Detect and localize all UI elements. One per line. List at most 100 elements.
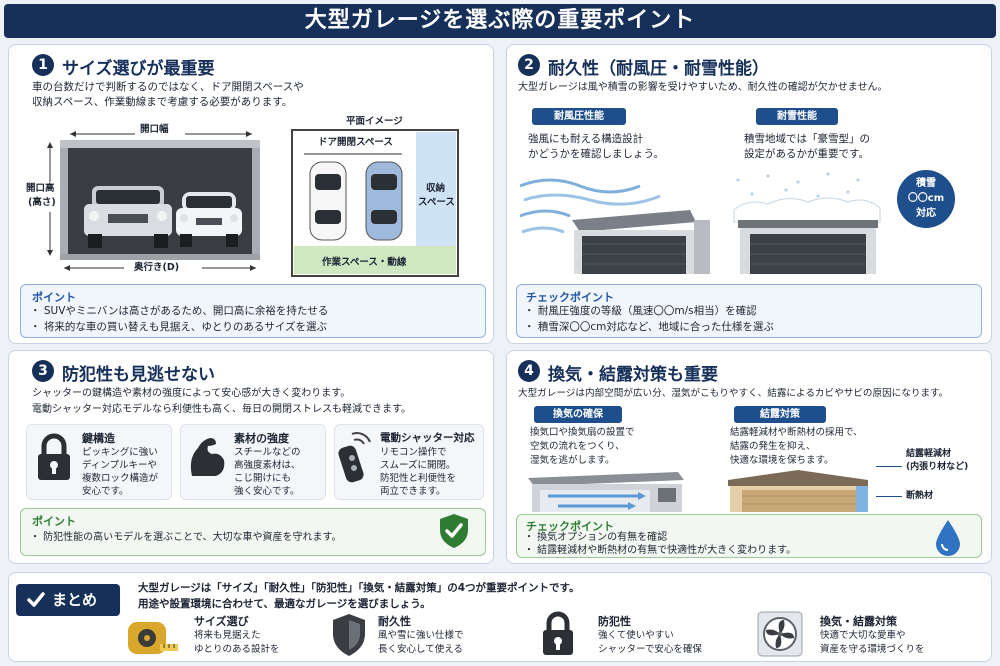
section-desc: 大型ガレージは風や積雪の影響を受けやすいため、耐久性の確認が欠かせません。: [518, 82, 888, 93]
wind-resistance-label: 耐風圧性能: [532, 108, 626, 125]
summary-item-title: 防犯性: [598, 615, 631, 628]
leader-line: [876, 496, 902, 497]
vent-text-line: 湿気を逃がします。: [530, 455, 615, 466]
depth-label: 奥行き(D): [134, 262, 180, 273]
summary-label: まとめ: [52, 591, 98, 609]
water-drop-icon: [936, 520, 960, 556]
ventilation-label: 換気の確保: [534, 406, 622, 423]
remote-control-icon: [338, 432, 371, 483]
snow-garage-illustration: [733, 172, 881, 274]
shield-icon: [333, 614, 365, 656]
feature-text-line: こじ開けにも: [234, 473, 292, 484]
checkpoint-title: チェックポイント: [526, 520, 614, 533]
point-title: ポイント: [32, 515, 76, 528]
feature-text-line: ディンプルキーや: [82, 460, 158, 471]
summary-item-text-line: シャッターで安心を確保: [598, 644, 702, 655]
opening-height-sub-label: (高さ): [28, 197, 56, 208]
summary-item-title: 換気・結露対策: [820, 615, 897, 628]
point-box: [20, 284, 486, 338]
point-box: [20, 508, 486, 556]
summary-item-text-line: 長く安心して使える: [378, 644, 463, 655]
cond-text-line: 結露の発生を抑え、: [730, 441, 816, 452]
cond-text-line: 快適な環境を保ちます。: [730, 455, 834, 466]
feature-text-line: 高強度素材は、: [234, 460, 301, 471]
ventilation-fan-icon: [757, 611, 803, 657]
section-desc-line: 電動シャッター対応モデルなら利便性も高く、毎日の開閉ストレスも軽減できます。: [32, 404, 411, 415]
summary-text-line: 用途や設置環境に合わせて、最適なガレージを選びましょう。: [138, 598, 431, 610]
wind-garage-illustration: [520, 178, 710, 274]
summary-label-box: [16, 584, 120, 616]
work-space-label: 作業スペース・動線: [322, 257, 407, 268]
summary-item-text-line: 資産を守る環境づくりを: [820, 644, 925, 655]
door-space-label: ドア開閉スペース: [318, 137, 393, 148]
padlock-icon: [38, 433, 70, 480]
insulation-label: 断熱材: [906, 491, 934, 501]
feature-text-line: 防犯性と利便性を: [380, 473, 457, 484]
point-item: ・ 防犯性能の高いモデルを選ぶことで、大切な車や資産を守れます。: [30, 532, 342, 543]
feature-text-line: 安心です。: [82, 486, 129, 497]
cond-text-line: 結露軽減材や断熱材の採用で、: [730, 427, 863, 438]
feature-text-line: スムーズに開閉。: [380, 460, 456, 471]
summary-item-text-line: 強くて使いやすい: [598, 630, 674, 641]
section-title: 換気・結露対策も重要: [548, 365, 718, 385]
tape-measure-icon: [128, 622, 178, 654]
feature-text-line: ピッキングに強い: [82, 447, 158, 458]
section-title: サイズ選びが最重要: [62, 59, 215, 79]
summary-item-title: サイズ選び: [194, 615, 249, 628]
condensation-garage-illustration: [728, 470, 868, 512]
point-item: ・ SUVやミニバンは高さがあるため、開口高に余裕を持たせる: [30, 305, 329, 317]
page-title: 大型ガレージを選ぶ際の重要ポイント: [4, 4, 996, 38]
storage-label: 収納: [426, 183, 446, 194]
snow-text-line: 設定があるかが重要です。: [744, 148, 869, 160]
condensation-label: 結露対策: [734, 406, 826, 423]
section-desc: 大型ガレージは内部空間が広い分、湿気がこもりやすく、結露によるカビやサビの原因に…: [518, 388, 949, 399]
anti-condensation-material-sub-label: (内張り材など): [906, 462, 969, 472]
feature-text-line: スチールなどの: [234, 447, 301, 458]
section-desc-line: 収納スペース、作業動線まで考慮する必要があります。: [32, 96, 293, 108]
summary-item-title: 耐久性: [378, 615, 411, 628]
anti-condensation-material-label: 結露軽減材: [906, 449, 952, 459]
section-title: 防犯性も見逃せない: [62, 365, 215, 385]
feature-text-line: 両立できます。: [380, 486, 446, 497]
padlock-icon: [543, 611, 573, 655]
summary-text-line: 大型ガレージは「サイズ」「耐久性」「防犯性」「換気・結露対策」の4つが重要ポイン…: [138, 582, 580, 594]
wind-text-line: かどうかを確認しましょう。: [528, 148, 664, 160]
garage-plan-illustration: [291, 129, 459, 277]
section-number: 3: [32, 360, 54, 382]
summary-item-text-line: 快適で大切な愛車や: [820, 630, 906, 641]
checkpoint-item: ・ 耐風圧強度の等級（風速〇〇m/s相当）を確認: [524, 305, 757, 317]
summary-item-text-line: 将来も見据えた: [194, 630, 261, 641]
strong-arm-icon: [190, 438, 225, 476]
opening-width-label: 開口幅: [140, 124, 169, 135]
feature-title: 素材の強度: [234, 432, 289, 445]
section-title: 耐久性（耐風圧・耐雪性能）: [548, 59, 769, 79]
badge-text-line: 積雪: [916, 178, 936, 189]
point-title: ポイント: [32, 291, 76, 304]
checkpoint-box: [516, 284, 982, 338]
point-item: ・ 将来的な車の買い替えも見据え、ゆとりのあるサイズを選ぶ: [30, 321, 328, 333]
snow-text-line: 積雪地域では「豪雪型」の: [744, 133, 870, 145]
badge-text-line: 〇〇cm: [907, 193, 945, 204]
checkmark-icon: [27, 592, 45, 607]
feature-text-line: 強く安心です。: [234, 486, 300, 497]
summary-item-text-line: 風や雪に強い仕様で: [378, 630, 464, 641]
snow-resistance-label: 耐雪性能: [756, 108, 838, 125]
checkpoint-item: ・ 結露軽減材や断熱材の有無で快適性が大きく変わります。: [524, 545, 797, 556]
vent-text-line: 換気口や換気扇の設置で: [530, 427, 635, 438]
garage-front-illustration: [47, 131, 260, 271]
summary-item-text-line: ゆとりのある設計を: [194, 644, 280, 655]
storage-sub-label: スペース: [418, 197, 455, 208]
feature-text-line: リモコン操作で: [380, 447, 447, 458]
leader-line: [876, 466, 902, 467]
checkpoint-item: ・ 積雪深〇〇cm対応など、地域に合った仕様を選ぶ: [524, 321, 774, 333]
feature-title: 鍵構造: [82, 432, 115, 445]
vent-text-line: 空気の流れをつくり、: [530, 441, 625, 452]
snow-depth-badge: [897, 170, 955, 228]
checkpoint-box: [516, 514, 982, 558]
plan-image-label: 平面イメージ: [346, 116, 403, 127]
checkpoint-item: ・ 換気オプションの有無を確認: [524, 532, 668, 543]
section-desc-line: シャッターの鍵構造や素材の強度によって安心感が大きく変わります。: [32, 388, 351, 399]
section-number: 2: [518, 54, 540, 76]
badge-text-line: 対応: [916, 208, 936, 219]
feature-title: 電動シャッター対応: [380, 432, 475, 444]
